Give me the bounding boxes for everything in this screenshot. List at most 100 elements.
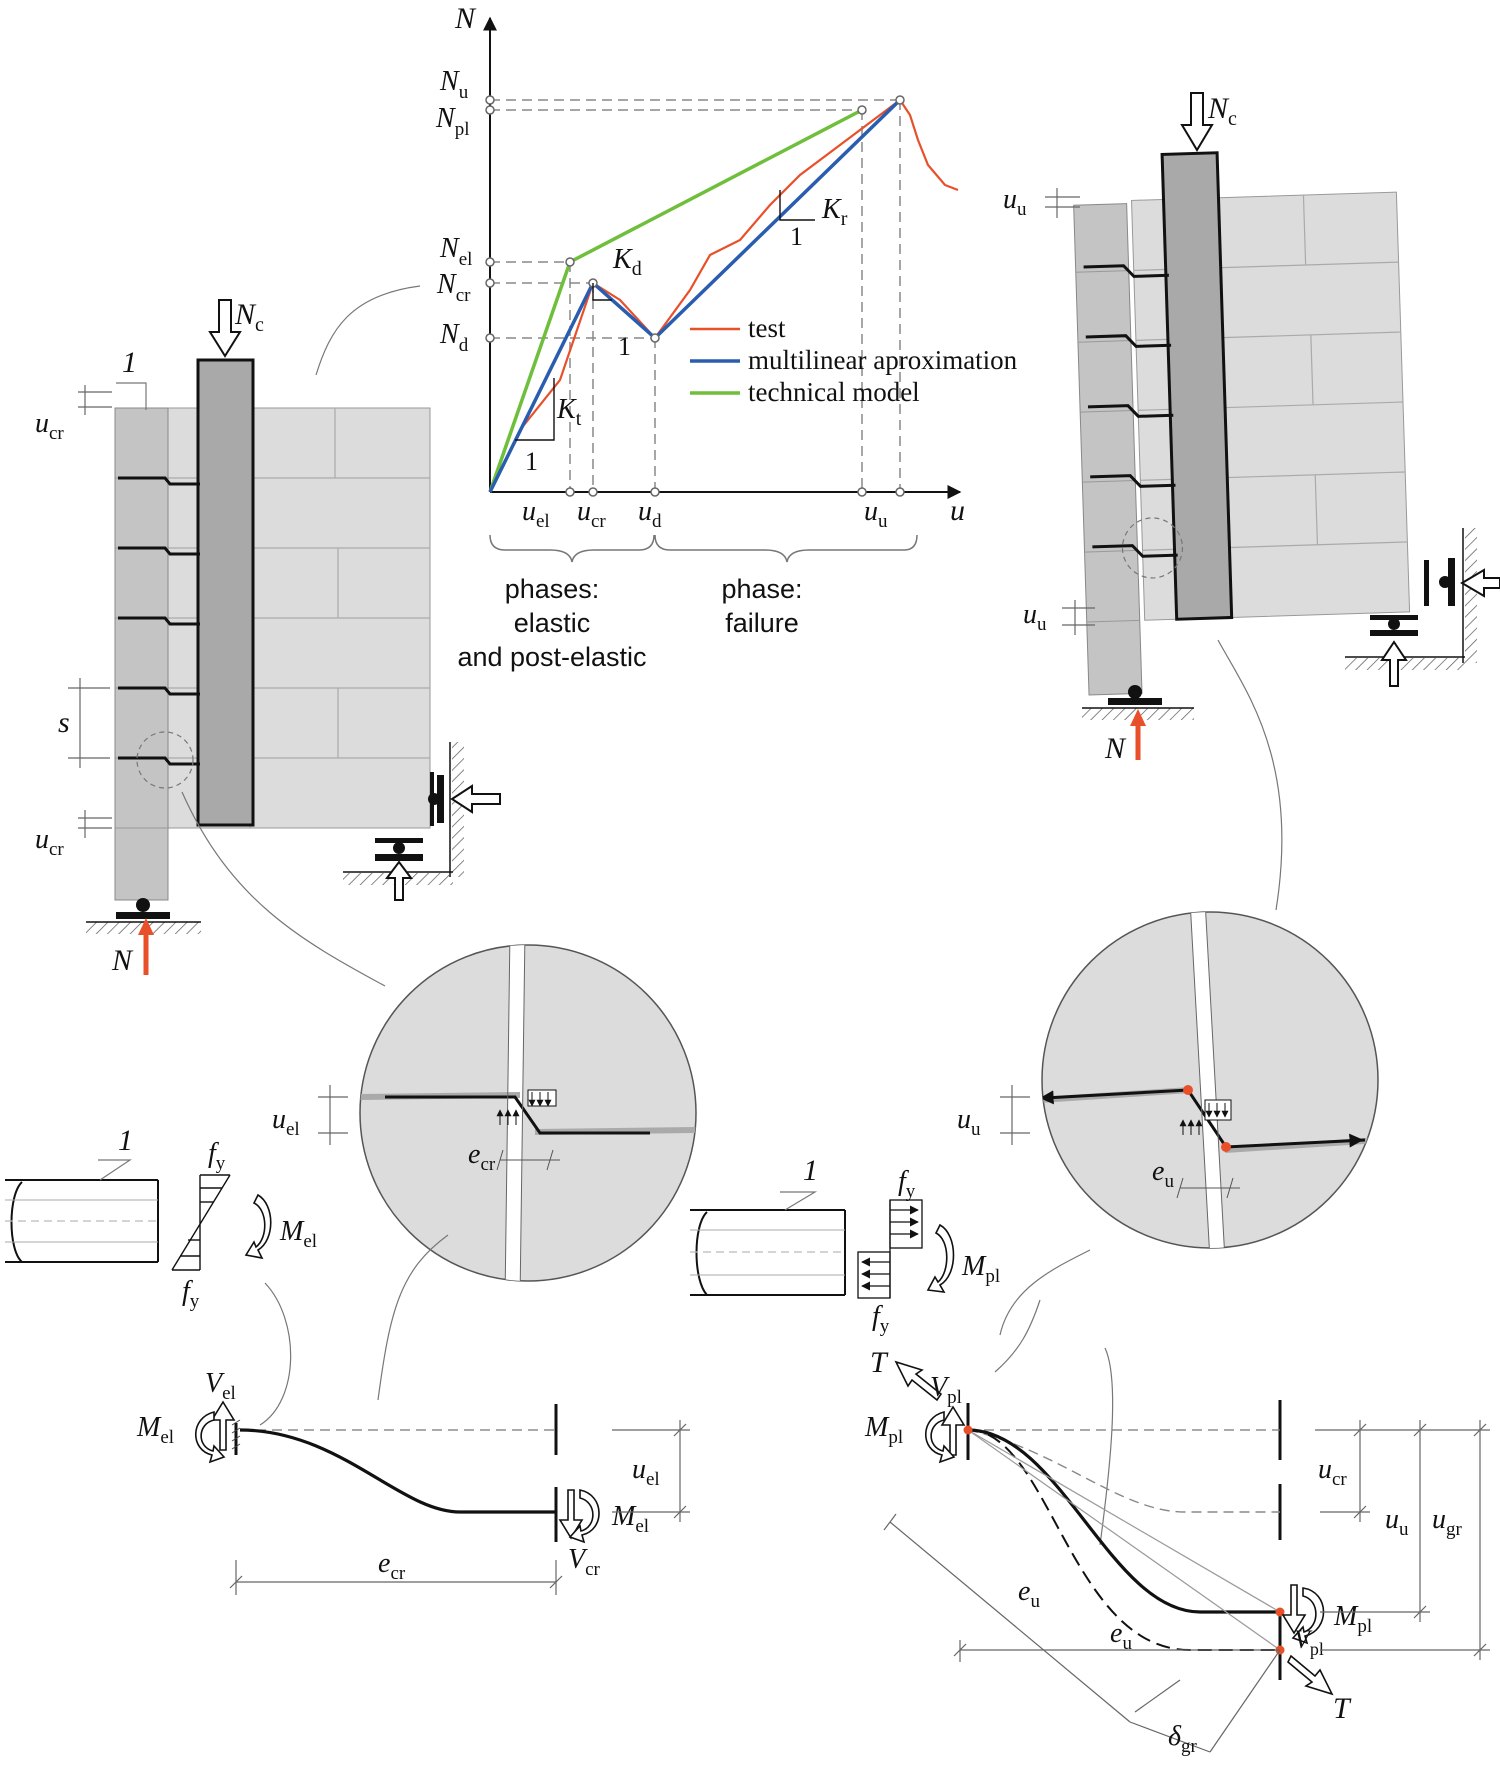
Kd-one: 1 [618, 332, 631, 361]
left-bottom-right-support-plate [375, 854, 423, 861]
right-Nc-label: Nc [1207, 92, 1237, 130]
uel-label: uel [522, 496, 550, 532]
right-N-label: N [1104, 732, 1127, 765]
right-section-stress: 1 fy fy Mpl [690, 1154, 1114, 1546]
left-timber-column-light [114, 407, 169, 901]
phase-braces [489, 534, 918, 563]
left-beam-Vcr-label: Vcr [568, 1544, 601, 1580]
load-displacement-chart: N u [435, 2, 1018, 672]
Kd-label: Kd [612, 244, 642, 280]
Nu-label: Nu [439, 66, 469, 103]
Kr-label: Kr [821, 194, 848, 230]
right-timber-column-light [1073, 203, 1143, 696]
right-beam-uu-label: uu [1385, 1504, 1409, 1540]
ud-label: ud [638, 496, 662, 532]
slope-triangles [515, 190, 815, 441]
left-Nc-label: Nc [234, 298, 264, 336]
left-connectors [118, 476, 200, 766]
right-beam-T-bottom-arrow [1287, 1654, 1334, 1696]
phase-left-line1: phases: [505, 574, 600, 604]
right-detail-eu-label: eu [1152, 1156, 1174, 1192]
right-detail-stress-arrows [1179, 1099, 1232, 1135]
left-bottom-support-hinge [136, 898, 150, 912]
left-beam-Mel-left-label: Mel [136, 1412, 174, 1448]
Nel-label: Nel [439, 233, 472, 270]
left-label-1: 1 [122, 346, 137, 379]
right-beam-ucr-label: ucr [1318, 1454, 1347, 1490]
left-ucr-bottom-label: ucr [35, 824, 64, 860]
right-beam-Mpl-left-arrow [925, 1410, 956, 1464]
left-section-fy-bottom: fy [182, 1276, 200, 1312]
right-wall-supports: N Nc uu uu [1003, 92, 1500, 911]
left-dimension-marks [68, 385, 112, 838]
right-uu-bottom-label: uu [1023, 599, 1047, 635]
left-detail-circle: uel ecr [272, 944, 697, 1282]
right-section-stress-diagram [857, 1199, 923, 1299]
left-detail-marker [136, 731, 194, 789]
right-detail-circle: uu eu [957, 911, 1379, 1249]
right-detail-uu-label: uu [957, 1104, 981, 1140]
right-beam-T-bottom-label: T [1333, 1692, 1352, 1725]
right-beam-T-top-label: T [870, 1346, 889, 1379]
right-beam-uu-curve [967, 1428, 1280, 1614]
left-section-stress-diagram [171, 1174, 231, 1271]
left-beam-Mel-arrow-left [195, 1410, 226, 1464]
Kr-one: 1 [790, 222, 803, 251]
left-section-moment-arrow [244, 1193, 272, 1260]
left-beam-Vcr-arrow [558, 1489, 584, 1540]
right-detail-hinge-2 [1221, 1142, 1231, 1152]
right-bottom-right-support-arrow [1380, 640, 1408, 687]
right-side-support-arrow [1460, 568, 1500, 598]
right-connectors [1083, 264, 1178, 558]
uu-label: uu [864, 496, 888, 532]
technical-model-curve [488, 108, 863, 493]
right-side-support-plate [1448, 558, 1455, 606]
right-beam-Mpl-right-arrow [1291, 1587, 1325, 1645]
x-axis-title: u [950, 494, 965, 527]
left-timber-column-dark [196, 358, 255, 827]
multilinear-curve [488, 98, 902, 493]
left-section-Mel: Mel [279, 1216, 317, 1252]
Npl-label: Npl [435, 103, 469, 140]
dashed-guides [490, 99, 901, 492]
left-bottom-support-plate [116, 912, 170, 919]
left-detail-uel-label: uel [272, 1104, 300, 1140]
legend-label-test: test [748, 313, 786, 343]
right-uu-top-label: uu [1003, 184, 1027, 220]
test-curve [489, 98, 959, 493]
right-beam-dgr-label: δgr [1168, 1721, 1198, 1757]
right-beam-diagram: T Vpl Mpl Mpl Vpl T ucr uu ugr [864, 1346, 1490, 1757]
left-side-support-plate [437, 775, 444, 823]
right-column-joints [1075, 270, 1140, 623]
right-beam-ugr-label: ugr [1432, 1504, 1463, 1540]
right-beam-Vpl-top-arrow [940, 1405, 966, 1456]
left-side-support-arrow [450, 784, 501, 814]
chart-legend: test multilinear aproximation technical … [690, 313, 1018, 407]
right-section-fy-bottom: fy [872, 1301, 890, 1337]
right-timber-column-dark [1160, 151, 1234, 621]
left-s-label: s [58, 706, 70, 739]
ucr-label: ucr [577, 496, 606, 532]
right-beam-Vpl-right-label: Vpl [1294, 1625, 1324, 1659]
legend-label-multilinear: multilinear aproximation [748, 345, 1018, 375]
phase-right-line1: phase: [721, 574, 802, 604]
right-section-fy-top: fy [898, 1166, 916, 1202]
y-axis-title: N [454, 2, 477, 35]
left-section-fy-top: fy [208, 1138, 226, 1174]
right-beam-Vpl-top-label: Vpl [930, 1372, 962, 1408]
Kt-label: Kt [556, 394, 582, 430]
left-section-stress: 1 fy fy Mel [5, 1124, 449, 1426]
left-beam-Vel-label: Vel [205, 1368, 236, 1404]
right-section-moment-arrow [926, 1223, 955, 1293]
left-detail-ecr-label: ecr [468, 1139, 496, 1175]
legend-label-technical: technical model [748, 377, 920, 407]
node-markers [485, 95, 905, 497]
left-beam-Vel-arrow [210, 1400, 236, 1451]
right-dimension-marks [1045, 188, 1095, 635]
left-bottom-right-support-arrow [385, 860, 413, 901]
left-detail-stress-arrows [496, 1089, 557, 1125]
left-section-label-1: 1 [118, 1124, 133, 1157]
right-beam-ugr-curve [967, 1429, 1280, 1651]
right-beam-Mpl-left-label: Mpl [864, 1412, 903, 1448]
